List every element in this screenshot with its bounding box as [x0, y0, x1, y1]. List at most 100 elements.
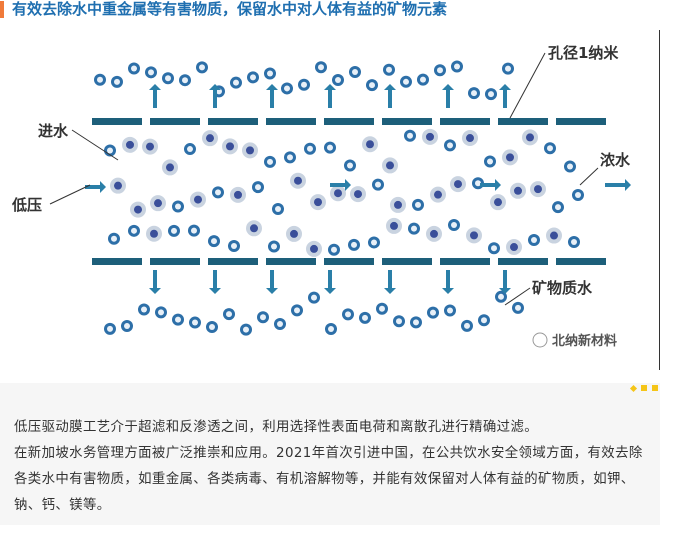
mineral-molecule	[108, 232, 120, 245]
mineral-molecule	[468, 87, 480, 100]
contaminant-molecule	[242, 142, 258, 159]
mineral-molecule	[502, 62, 514, 75]
decorative-dots	[629, 384, 658, 392]
mineral-molecule	[230, 76, 242, 89]
mineral-molecule	[372, 178, 384, 191]
permeate-down-arrow	[149, 270, 161, 294]
mineral-molecule	[366, 79, 378, 92]
mineral-molecule	[325, 323, 337, 336]
bottom-membrane-segment	[266, 258, 316, 265]
bottom-membrane-segment	[150, 258, 200, 265]
mineral-molecule	[257, 311, 269, 324]
top-membrane-segment	[324, 118, 374, 125]
top-membrane-segment	[266, 118, 316, 125]
contaminant-molecule	[546, 227, 562, 244]
flow-arrow	[480, 179, 501, 191]
mineral-molecule	[252, 181, 264, 194]
top-membrane-segment	[92, 118, 142, 125]
contaminant-molecule	[382, 157, 398, 174]
contaminant-molecule	[510, 182, 526, 199]
flow-arrow	[330, 179, 351, 191]
mineral-molecule	[206, 321, 218, 334]
inlet-arrow	[85, 181, 106, 193]
top-membrane-segment	[440, 118, 490, 125]
mineral-molecule	[376, 302, 388, 315]
contaminant-molecule	[450, 176, 466, 193]
mineral-molecule	[434, 64, 446, 77]
permeate-down-arrow	[266, 270, 278, 294]
mineral-molecule	[274, 318, 286, 331]
contaminant-molecule	[286, 225, 302, 242]
mineral-molecule	[444, 139, 456, 152]
contaminant-molecule	[222, 138, 238, 155]
mineral-molecule	[145, 66, 157, 79]
permeate-up-arrow	[149, 84, 161, 108]
contaminant-molecule	[466, 227, 482, 244]
contaminant-molecule	[422, 128, 438, 145]
description-card: 低压驱动膜工艺介于超滤和反渗透之间，利用选择性表面电荷和离散孔进行精确过滤。在新…	[0, 383, 660, 525]
permeate-down-arrow	[324, 270, 336, 294]
mineral-molecule	[291, 304, 303, 317]
contaminant-molecule	[426, 225, 442, 242]
contaminant-molecule	[122, 136, 138, 153]
permeate-down-arrow	[209, 270, 221, 294]
contaminant-molecule	[142, 138, 158, 155]
permeate-up-arrow	[442, 84, 454, 108]
contaminant-molecule	[130, 201, 146, 218]
mineral-molecule	[264, 155, 276, 168]
contaminant-molecule	[430, 186, 446, 203]
permeate-down-arrow	[499, 270, 511, 294]
mineral-molecule	[208, 235, 220, 248]
mineral-molecule	[512, 301, 524, 314]
permeate-down-arrow	[442, 270, 454, 294]
mineral-molecule	[111, 75, 123, 88]
mineral-molecule	[247, 71, 259, 84]
mineral-molecule	[104, 144, 116, 157]
mineral-molecule	[348, 238, 360, 251]
mineral-molecule	[104, 322, 116, 335]
mineral-molecule	[172, 200, 184, 213]
permeate-up-arrow	[499, 84, 511, 108]
contaminant-molecule	[530, 181, 546, 198]
description-text: 低压驱动膜工艺介于超滤和反渗透之间，利用选择性表面电荷和离散孔进行精确过滤。在新…	[14, 420, 643, 513]
mineral-molecule	[189, 316, 201, 329]
mineral-molecule	[328, 243, 340, 256]
contaminant-molecule	[246, 220, 262, 237]
mineral-molecule	[308, 291, 320, 304]
image-border	[659, 30, 660, 370]
mineral-molecule	[404, 129, 416, 142]
mineral-molecule	[461, 319, 473, 332]
contaminant-molecule	[290, 172, 306, 189]
mineral-molecule	[359, 311, 371, 324]
mineral-molecule	[228, 239, 240, 252]
mineral-molecule	[272, 203, 284, 216]
bottom-membrane-segment	[440, 258, 490, 265]
mineral-molecule	[427, 306, 439, 319]
heading-accent	[0, 1, 4, 18]
mineral-molecule	[184, 143, 196, 156]
contaminant-molecule	[386, 217, 402, 234]
label-pore-size: 孔径1纳米	[548, 44, 619, 62]
bottom-membrane-segment	[208, 258, 258, 265]
contaminant-molecule	[350, 186, 366, 203]
mineral-molecule	[264, 67, 276, 80]
label-low-pressure: 低压	[11, 196, 42, 214]
mineral-molecule	[332, 73, 344, 86]
mineral-molecule	[393, 315, 405, 328]
mineral-molecule	[485, 88, 497, 101]
mineral-molecule	[410, 316, 422, 329]
mineral-molecule	[564, 160, 576, 173]
mineral-molecule	[495, 290, 507, 303]
contaminant-molecule	[202, 130, 218, 147]
contaminant-molecule	[306, 240, 322, 257]
label-mineral-water: 矿物质水	[532, 279, 593, 297]
top-membrane-segment	[208, 118, 258, 125]
label-inlet: 进水	[38, 122, 69, 140]
contaminant-molecule	[330, 185, 346, 202]
mineral-molecule	[572, 188, 584, 201]
label-concentrate: 浓水	[600, 151, 631, 169]
contaminant-molecule	[502, 149, 518, 166]
contaminant-molecule	[462, 130, 478, 147]
mineral-molecule	[484, 155, 496, 168]
mineral-molecule	[121, 320, 133, 333]
